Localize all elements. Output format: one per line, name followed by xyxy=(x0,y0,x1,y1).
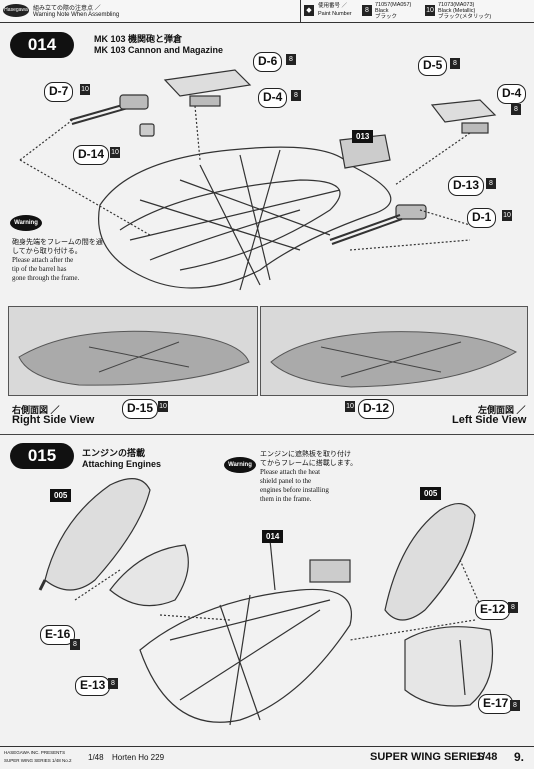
paint-swatch-icon: ◆ xyxy=(304,5,314,16)
right-side-view-label-en: Right Side View xyxy=(12,414,95,426)
paint-8-name-jp: ブラック xyxy=(375,14,398,20)
paint-ref-d5: 8 xyxy=(450,58,460,69)
step-014-title-jp: MK 103 機関砲と弾倉 xyxy=(94,34,183,44)
paint-ref-d15: 10 xyxy=(158,401,168,412)
right-side-view-label-jp: 右側面図 ／ xyxy=(12,405,60,415)
page-header: Hasegawa 組み立ての際の注意点 ／ Warning Note When … xyxy=(0,0,534,23)
footer-model: Horten Ho 229 xyxy=(112,753,165,762)
step-015-title-jp: エンジンの搭載 xyxy=(82,448,146,458)
paint-ref-d4-b: 8 xyxy=(511,104,521,115)
left-side-view-photo xyxy=(260,306,528,396)
page-footer: HASEGAWA INC. PRESENTS SUPER WING SERIES… xyxy=(0,746,534,769)
left-side-view-label-jp: 左側面図 ／ xyxy=(478,405,526,415)
part-callout-e12: E-12 xyxy=(475,600,511,620)
note-en-line: Please attach the heat xyxy=(260,468,321,476)
note-jp-line: してから取り付ける。 xyxy=(12,247,82,255)
paint-ref-d1: 10 xyxy=(502,210,512,221)
part-callout-d15: D-15 xyxy=(122,399,159,419)
note-jp-line: てからフレームに搭載します。 xyxy=(260,459,358,467)
note-en-line: tip of the barrel has xyxy=(12,265,67,273)
footer-brand-line: HASEGAWA INC. PRESENTS xyxy=(4,750,66,755)
paint-8-code: 71057(MA057) xyxy=(375,2,412,8)
paint-ref-d13: 8 xyxy=(486,178,496,189)
warning-legend-en: Warning Note When Assembling xyxy=(33,12,120,18)
step-015-warning-badge: Warning xyxy=(224,457,256,473)
note-en-line: shield panel to the xyxy=(260,477,312,485)
right-side-view-photo xyxy=(8,306,258,396)
warning-legend-jp: 組み立ての際の注意点 ／ xyxy=(33,6,101,12)
step-014-badge: 014 xyxy=(10,32,74,58)
paint-ref-e17: 8 xyxy=(510,700,520,711)
part-callout-d14: D-14 xyxy=(73,145,110,165)
paint-ref-d7: 10 xyxy=(80,84,90,95)
paint-10-name-en: Black (Metallic) xyxy=(438,8,476,14)
brand-logo: Hasegawa xyxy=(3,4,29,17)
footer-series-line: SUPER WING SERIES 1/48 No.2 xyxy=(4,758,72,763)
part-callout-d4-b: D-4 xyxy=(497,84,527,104)
step-014-warning-note: 砲身先端をフレームの間を通 してから取り付ける。 Please attach a… xyxy=(12,238,122,283)
subassembly-014-tag: 014 xyxy=(262,530,284,543)
paint-ref-d4-a: 8 xyxy=(291,90,301,101)
part-callout-d12: D-12 xyxy=(358,399,395,419)
note-en-line: Please attach after the xyxy=(12,256,74,264)
part-callout-d5: D-5 xyxy=(418,56,448,76)
paint-legend-en: Paint Number xyxy=(318,11,352,17)
note-en-line: them in the frame. xyxy=(260,495,312,503)
paint-ref-e13: 8 xyxy=(108,678,118,689)
part-callout-d4-a: D-4 xyxy=(258,88,288,108)
step-015-title-en: Attaching Engines xyxy=(82,459,162,469)
section-divider xyxy=(0,434,534,435)
footer-series-title: SUPER WING SERIES xyxy=(370,751,485,763)
paint-10-swatch: 10 xyxy=(425,5,435,16)
page-number: 9. xyxy=(514,750,525,764)
step-015-warning-note: エンジンに遮熱板を取り付け てからフレームに搭載します。 Please atta… xyxy=(260,450,390,504)
paint-8-name-en: Black xyxy=(375,8,389,14)
subassembly-013-tag: 013 xyxy=(352,130,374,143)
subassembly-005-left-tag: 005 xyxy=(50,489,72,502)
paint-10-name-jp: ブラック(メタリック) xyxy=(438,14,492,20)
footer-scale: 1/48 xyxy=(88,753,104,762)
left-side-view-label-en: Left Side View xyxy=(452,414,527,426)
paint-8-swatch: 8 xyxy=(362,5,372,16)
part-callout-d13: D-13 xyxy=(448,176,485,196)
paint-legend-jp: 使用番号 ／ xyxy=(318,3,348,9)
paint-ref-d12: 10 xyxy=(345,401,355,412)
footer-series-scale: 1/48 xyxy=(476,751,498,763)
paint-ref-d14: 10 xyxy=(110,147,120,158)
note-jp-line: 砲身先端をフレームの間を通 xyxy=(12,238,103,246)
paint-ref-d6: 8 xyxy=(286,54,296,65)
note-en-line: engines before installing xyxy=(260,486,329,494)
paint-ref-e12: 8 xyxy=(508,602,518,613)
part-callout-e13: E-13 xyxy=(75,676,111,696)
part-callout-d7: D-7 xyxy=(44,82,74,102)
part-callout-e16: E-16 xyxy=(40,625,76,645)
subassembly-005-right-tag: 005 xyxy=(420,487,442,500)
step-014-warning-badge: Warning xyxy=(10,215,42,231)
step-014-title-en: MK 103 Cannon and Magazine xyxy=(94,45,224,55)
step-015-badge: 015 xyxy=(10,443,74,469)
part-callout-d6: D-6 xyxy=(253,52,283,72)
header-divider xyxy=(300,0,301,22)
part-callout-d1: D-1 xyxy=(467,208,497,228)
note-en-line: gone through the frame. xyxy=(12,274,80,282)
part-callout-e17: E-17 xyxy=(478,694,514,714)
paint-ref-e16: 8 xyxy=(70,639,80,650)
note-jp-line: エンジンに遮熱板を取り付け xyxy=(260,450,351,458)
paint-10-code: 71073(MA073) xyxy=(438,2,475,8)
